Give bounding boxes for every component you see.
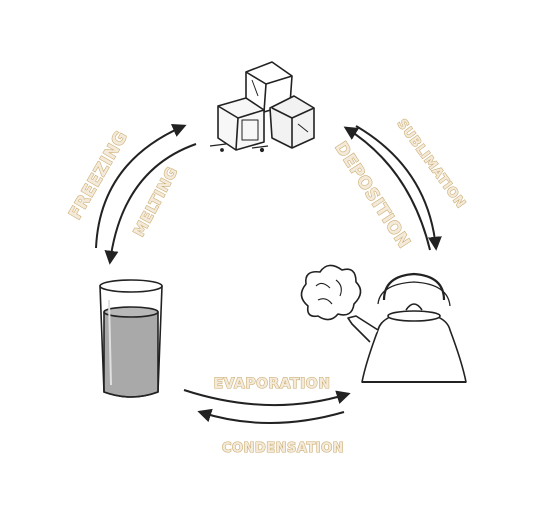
sublimation-label: SUBLIMATION xyxy=(394,117,468,212)
arrows xyxy=(95,123,442,424)
kettle-steam-icon xyxy=(300,264,467,383)
melting-arrow xyxy=(104,143,197,265)
freezing-arrow xyxy=(95,123,187,249)
deposition-label: DEPOSITION xyxy=(330,138,414,252)
condensation-label: CONDENSATION xyxy=(222,441,344,456)
sublimation-arrow xyxy=(355,125,442,251)
evaporation-arrow xyxy=(183,389,351,407)
condensation-arrow xyxy=(197,408,345,424)
deposition-arrow xyxy=(343,126,431,251)
evaporation-label: EVAPORATION xyxy=(214,376,331,392)
melting-label: MELTING xyxy=(130,164,182,240)
freezing-label: FREEZING xyxy=(65,128,132,224)
water-glass-icon xyxy=(99,279,163,398)
ice-cubes-icon xyxy=(209,61,315,153)
